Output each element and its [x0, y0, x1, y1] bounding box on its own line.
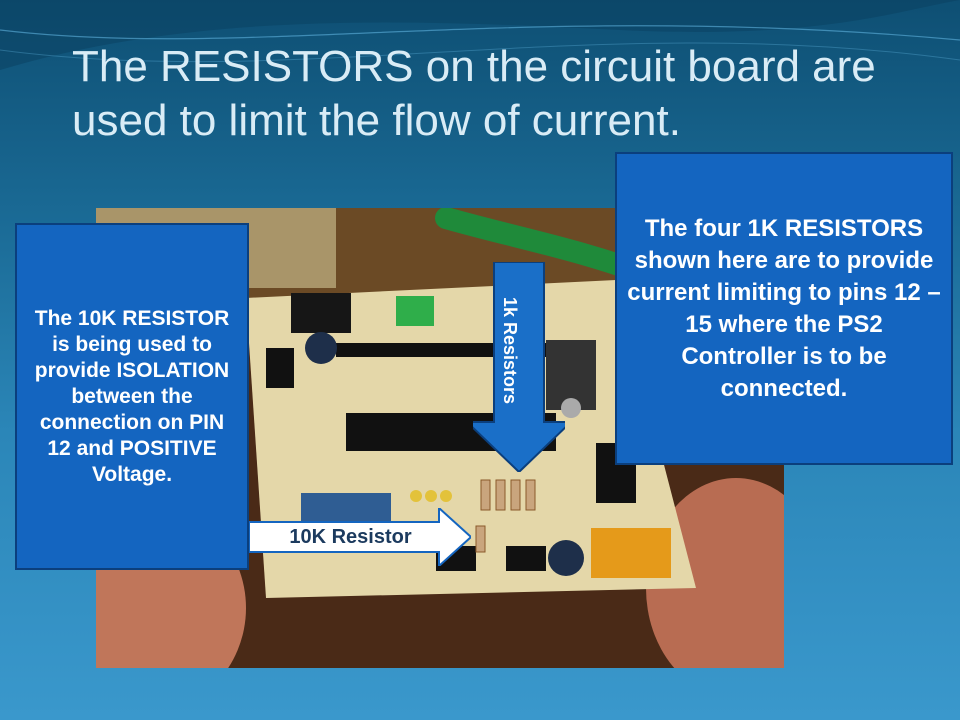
one-k-resistors-callout-text: The four 1K RESISTORS shown here are to … [627, 214, 941, 402]
slide-title: The RESISTORS on the circuit board are u… [72, 42, 876, 145]
one-k-resistors-callout: The four 1K RESISTORS shown here are to … [615, 152, 953, 465]
one-k-resistors-arrow [473, 262, 565, 472]
ten-k-resistor-callout-text: The 10K RESISTOR is being used to provid… [34, 306, 230, 486]
ten-k-resistor-callout: The 10K RESISTOR is being used to provid… [15, 223, 249, 570]
ten-k-resistor-arrow-label: 10K Resistor [289, 526, 412, 548]
one-k-resistors-arrow-label: 1k Resistors [500, 297, 520, 405]
ten-k-resistor-arrow [249, 508, 471, 566]
